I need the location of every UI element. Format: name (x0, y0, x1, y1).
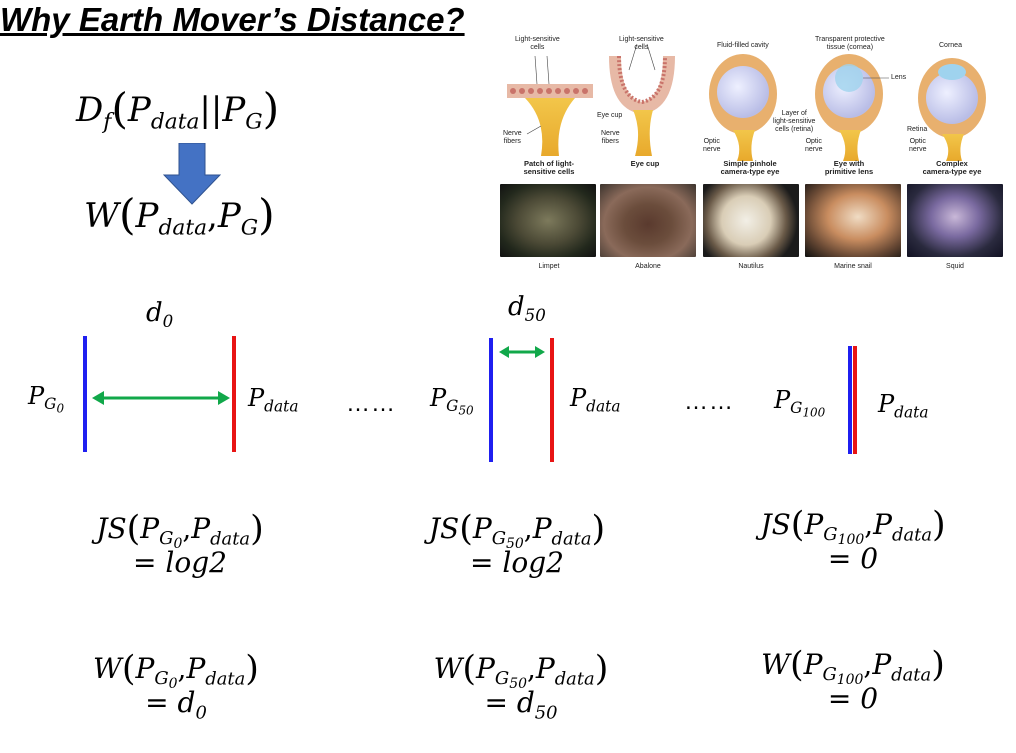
label-eye-cup: Eye cup (597, 112, 623, 119)
pg100-bar (848, 346, 852, 454)
nautilus-photo (703, 184, 799, 257)
divergence-formula: Df(Pdata||PG) (76, 85, 280, 135)
distance-arrow-d50-icon (499, 346, 545, 358)
pinhole-eye-diagram (709, 54, 777, 161)
js-result-50: = log2 (470, 546, 564, 579)
ellipsis-1: …… (346, 390, 396, 417)
label-light-cells-2: Light-sensitive cells (619, 36, 664, 51)
animal-nautilus: Nautilus (738, 263, 764, 270)
animal-abalone: Abalone (635, 263, 661, 270)
label-light-cells-1: Light-sensitive cells (515, 36, 560, 51)
js-formula-0: JS(PG0,Pdata) = log2 (60, 511, 300, 580)
label-optic-nerve-3: Optic nerve (909, 138, 927, 153)
pg50-bar (489, 338, 493, 462)
primitive-lens-eye-diagram (815, 54, 889, 161)
label-pdata-1: Pdata (248, 384, 299, 416)
w-formula-0: W(PG0,Pdata) = d0 (56, 651, 296, 724)
caption-stage-4: Eye with primitive lens (824, 159, 874, 176)
w-formula-100: W(PG100,Pdata) = 0 (722, 647, 984, 716)
label-cornea-protective: Transparent protective tissue (cornea) (815, 36, 885, 51)
label-nerve-fibers-2: Nerve fibers (601, 130, 620, 145)
js-formula-50: JS(PG50,Pdata) = log2 (392, 511, 642, 580)
eye-cup-diagram (609, 43, 675, 156)
label-pdata-2: Pdata (570, 384, 621, 416)
w-result-50: = d50 (484, 686, 558, 724)
distance-label-d0: d0 (146, 298, 174, 331)
wasserstein-formula: W(Pdata,PG) (84, 191, 275, 241)
js-result-100: = 0 (827, 542, 879, 575)
label-nerve-fibers-1: Nerve fibers (503, 130, 522, 145)
animal-limpet: Limpet (538, 263, 560, 270)
js-formula-100: JS(PG100,Pdata) = 0 (722, 507, 984, 576)
marine-snail-photo (805, 184, 901, 257)
down-arrow-icon (163, 143, 221, 205)
pdata-bar-1 (232, 336, 236, 452)
label-optic-nerve-1: Optic nerve (703, 138, 721, 153)
abalone-photo (600, 184, 696, 257)
label-retina: Retina (907, 126, 928, 133)
label-pg0: PG0 (28, 382, 65, 416)
page-title: Why Earth Mover’s Distance? (0, 1, 465, 38)
pg0-bar (83, 336, 87, 452)
eye-evolution-figure: Light-sensitive cells Light-sensitive ce… (497, 26, 1003, 276)
label-lens: Lens (891, 74, 907, 81)
caption-stage-1: Patch of light- sensitive cells (523, 159, 575, 176)
complex-eye-diagram (918, 58, 986, 161)
label-pdata-3: Pdata (878, 390, 929, 422)
js-result-0: = log2 (133, 546, 227, 579)
label-cornea: Cornea (939, 42, 962, 49)
squid-photo (907, 184, 1003, 257)
caption-stage-3: Simple pinhole camera-type eye (720, 159, 780, 176)
w-result-100: = 0 (827, 682, 879, 715)
label-optic-nerve-2: Optic nerve (805, 138, 823, 153)
animal-marine-snail: Marine snail (834, 263, 872, 270)
w-formula-50: W(PG50,Pdata) = d50 (396, 651, 646, 724)
pdata-bar-2 (550, 338, 554, 462)
label-retina-layer: Layer of light-sensitive cells (retina) (773, 110, 816, 133)
distance-label-d50: d50 (508, 292, 546, 325)
caption-stage-2: Eye cup (630, 159, 660, 168)
caption-stage-5: Complex camera-type eye (922, 159, 982, 176)
patch-eye-diagram (507, 55, 593, 156)
w-result-0: = d0 (145, 686, 207, 724)
label-fluid-cavity: Fluid-filled cavity (717, 42, 769, 49)
ellipsis-2: …… (684, 388, 734, 415)
label-pg50: PG50 (430, 384, 474, 418)
eye-diagrams (507, 43, 986, 161)
distance-arrow-d0-icon (92, 391, 230, 405)
pdata-bar-3 (853, 346, 857, 454)
limpet-photo (500, 184, 596, 257)
animal-squid: Squid (946, 263, 964, 270)
label-pg100: PG100 (774, 386, 826, 420)
